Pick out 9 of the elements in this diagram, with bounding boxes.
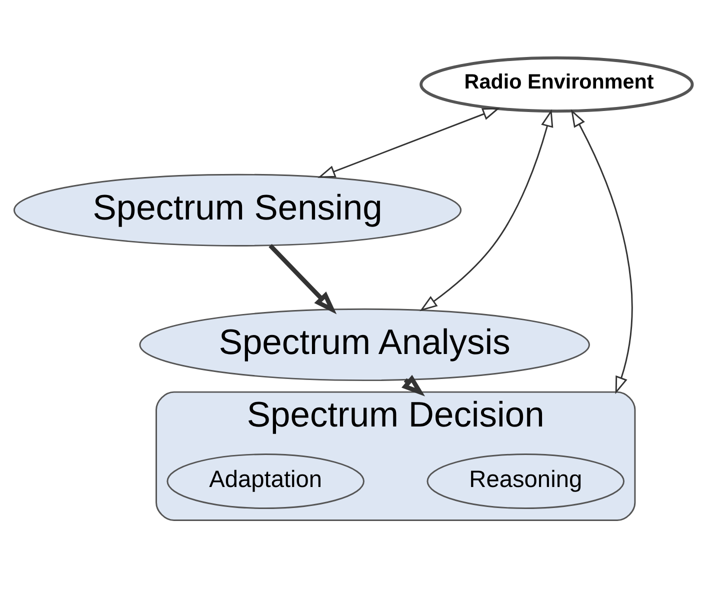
node-ellipse: Spectrum Analysis bbox=[139, 308, 590, 382]
node-ellipse: Reasoning bbox=[426, 454, 625, 510]
node-ellipse: Radio Environment bbox=[420, 56, 694, 113]
arrow bbox=[570, 109, 633, 394]
arrow bbox=[420, 109, 554, 312]
arrow bbox=[268, 244, 337, 314]
arrow bbox=[318, 108, 500, 178]
node-ellipse: Adaptation bbox=[166, 454, 364, 510]
node-ellipse: Spectrum Sensing bbox=[13, 174, 462, 246]
